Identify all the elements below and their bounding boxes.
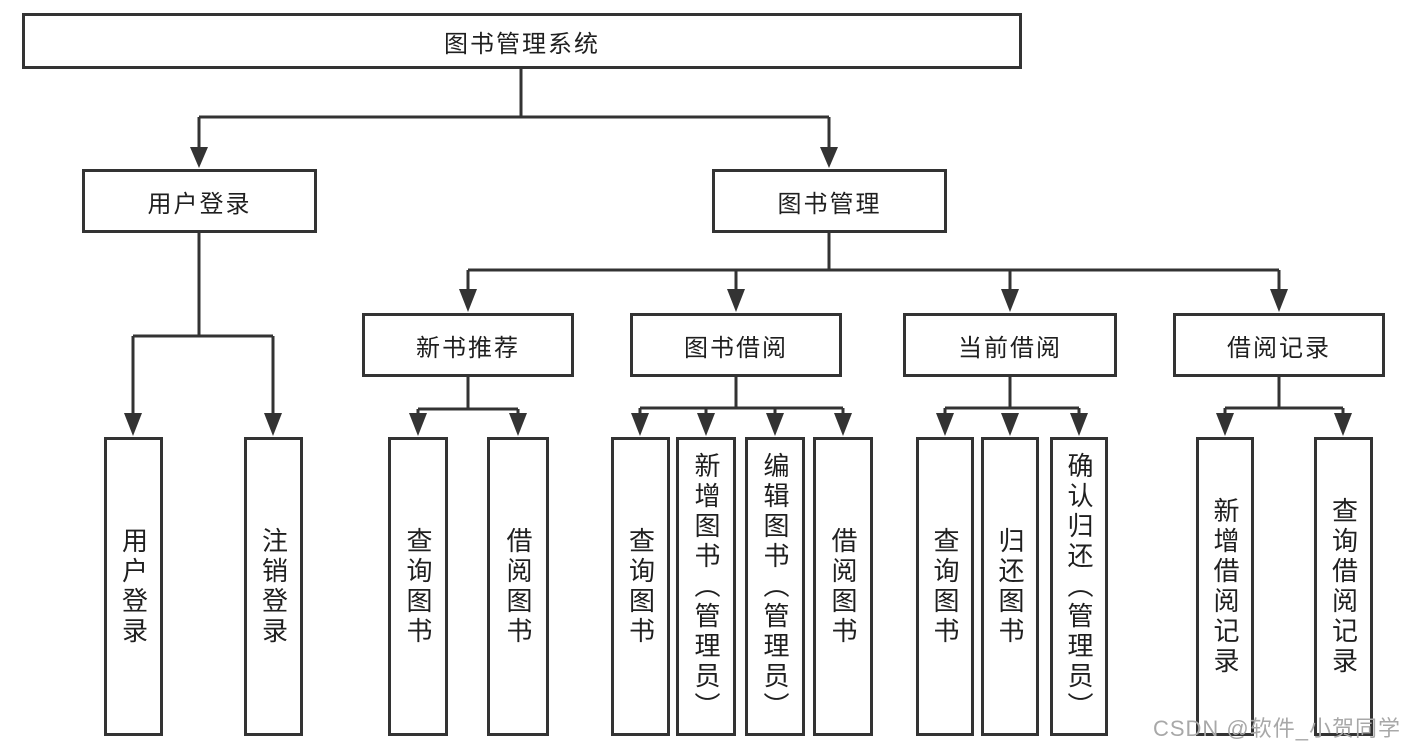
connector-book-management-to-modules bbox=[459, 233, 1288, 312]
node-borrowing-records-label: 借阅记录 bbox=[1227, 334, 1331, 362]
leaf-borrow-books-recommend: 借阅图书 bbox=[487, 437, 549, 736]
leaf-return-books-label: 归还图书 bbox=[995, 526, 1025, 647]
leaf-return-books: 归还图书 bbox=[981, 437, 1039, 736]
leaf-add-borrow-record-label: 新增借阅记录 bbox=[1210, 496, 1240, 677]
leaf-query-books-recommend-label: 查询图书 bbox=[403, 526, 433, 647]
node-current-borrowing-label: 当前借阅 bbox=[958, 334, 1062, 362]
node-new-book-recommend: 新书推荐 bbox=[362, 313, 574, 377]
leaf-borrow-books-borrowing: 借阅图书 bbox=[813, 437, 873, 736]
leaf-confirm-return-admin-label: 确认归还（管理员） bbox=[1064, 451, 1094, 722]
connector-current-borrowing-to-leaves bbox=[936, 377, 1088, 436]
node-new-book-recommend-label: 新书推荐 bbox=[416, 334, 520, 362]
connector-root-to-level2 bbox=[190, 68, 838, 168]
connector-new-book-recommend-to-leaves bbox=[409, 377, 527, 436]
leaf-user-login: 用户登录 bbox=[104, 437, 163, 736]
node-book-borrowing-label: 图书借阅 bbox=[684, 334, 788, 362]
node-book-management-label: 图书管理 bbox=[777, 190, 882, 218]
connector-borrowing-records-to-leaves bbox=[1216, 377, 1352, 436]
node-user-login-label: 用户登录 bbox=[147, 190, 252, 218]
node-book-management: 图书管理 bbox=[712, 169, 947, 233]
leaf-add-borrow-record: 新增借阅记录 bbox=[1196, 437, 1254, 736]
node-borrowing-records: 借阅记录 bbox=[1173, 313, 1385, 377]
leaf-user-login-label: 用户登录 bbox=[118, 526, 149, 647]
node-current-borrowing: 当前借阅 bbox=[903, 313, 1117, 377]
leaf-logout-login: 注销登录 bbox=[244, 437, 303, 736]
leaf-query-books-borrowing-label: 查询图书 bbox=[625, 526, 656, 647]
leaf-edit-books-admin: 编辑图书（管理员） bbox=[745, 437, 805, 736]
leaf-query-borrow-record-label: 查询借阅记录 bbox=[1328, 496, 1359, 677]
leaf-edit-books-admin-label: 编辑图书（管理员） bbox=[760, 451, 790, 722]
leaf-confirm-return-admin: 确认归还（管理员） bbox=[1050, 437, 1108, 736]
node-root: 图书管理系统 bbox=[22, 13, 1022, 69]
leaf-query-books-current-label: 查询图书 bbox=[930, 526, 960, 647]
connector-book-borrowing-to-leaves bbox=[631, 377, 852, 436]
leaf-query-books-recommend: 查询图书 bbox=[388, 437, 448, 736]
leaf-query-books-borrowing: 查询图书 bbox=[611, 437, 670, 736]
leaf-borrow-books-borrowing-label: 借阅图书 bbox=[828, 526, 858, 647]
node-root-label: 图书管理系统 bbox=[444, 30, 600, 58]
leaf-query-books-current: 查询图书 bbox=[916, 437, 974, 736]
watermark: CSDN @软件_小贺同学 bbox=[1152, 716, 1401, 741]
leaf-logout-login-label: 注销登录 bbox=[258, 526, 289, 647]
leaf-add-books-admin-label: 新增图书（管理员） bbox=[691, 451, 721, 722]
leaf-query-borrow-record: 查询借阅记录 bbox=[1314, 437, 1373, 736]
connector-user-login-to-leaves bbox=[124, 233, 282, 436]
leaf-borrow-books-recommend-label: 借阅图书 bbox=[503, 526, 533, 647]
node-user-login: 用户登录 bbox=[82, 169, 317, 233]
node-book-borrowing: 图书借阅 bbox=[630, 313, 842, 377]
leaf-add-books-admin: 新增图书（管理员） bbox=[676, 437, 736, 736]
